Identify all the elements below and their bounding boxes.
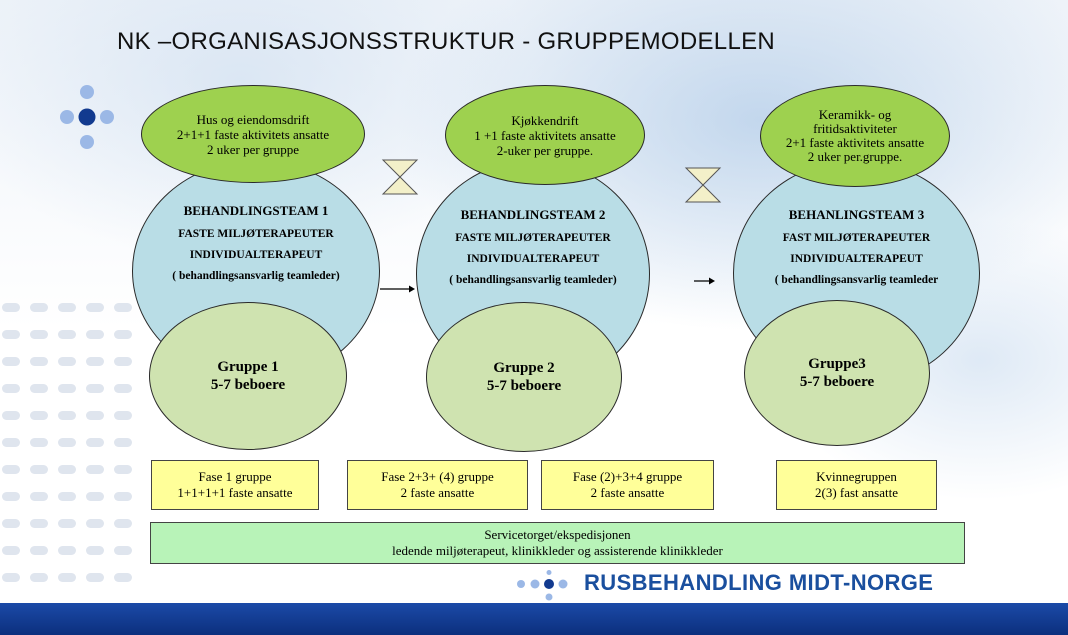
team-name: BEHANDLINGSTEAM 2: [460, 207, 606, 222]
activity-staff: 2+1+1 faste aktivitets ansatte: [176, 126, 330, 142]
phase-staff: 2 faste ansatte: [590, 485, 665, 500]
team-therapist: INDIVIDUALTERAPEUT: [189, 249, 323, 261]
team-therapist: INDIVIDUALTERAPEUT: [466, 253, 600, 265]
service-title: Servicetorget/ekspedisjonen: [484, 527, 631, 542]
activity-3: Keramikk- og fritidsaktiviteter 2+1 fast…: [760, 85, 950, 187]
group-size: 5-7 beboere: [799, 374, 875, 390]
team-therapist: INDIVIDUALTERAPEUT: [790, 253, 923, 265]
team-staff: FASTE MILJØTERAPEUTER: [178, 228, 334, 240]
phase-staff: 2(3) fast ansatte: [814, 485, 899, 500]
activity-1: Hus og eiendomsdrift 2+1+1 faste aktivit…: [141, 85, 365, 183]
group-name: Gruppe3: [808, 356, 866, 372]
group-3: Gruppe3 5-7 beboere: [744, 300, 930, 446]
team-lead: ( behandlingsansvarlig teamleder): [449, 274, 617, 286]
dots-logo-icon: [60, 85, 114, 149]
activity-title: Hus og eiendomsdrift: [196, 111, 310, 127]
team-name: BEHANDLINGSTEAM 1: [183, 203, 329, 218]
brand-dots-icon: [517, 570, 568, 601]
activity-title: Keramikk- og: [818, 107, 892, 122]
phase-staff: 2 faste ansatte: [400, 485, 475, 500]
phase-box-4: Kvinnegruppen 2(3) fast ansatte: [776, 460, 937, 510]
activity-schedule: 2-uker per gruppe.: [496, 142, 594, 158]
team-lead: ( behandlingsansvarlig teamleder): [172, 270, 340, 282]
page-title: NK –ORGANISASJONSSTRUKTUR - GRUPPEMODELL…: [117, 28, 776, 55]
team-staff: FAST MILJØTERAPEUTER: [782, 232, 931, 244]
activity-staff: 1 +1 faste aktivitets ansatte: [474, 127, 616, 143]
activity-schedule: 2 uker per.gruppe.: [807, 149, 903, 164]
group-2: Gruppe 2 5-7 beboere: [426, 302, 622, 452]
team-name: BEHANLINGSTEAM 3: [788, 207, 925, 222]
activity-staff: 2+1 faste aktivitets ansatte: [785, 135, 925, 150]
phase-label: Fase 1 gruppe: [198, 469, 272, 484]
footer-bar: [0, 603, 1068, 635]
group-size: 5-7 beboere: [210, 377, 286, 393]
arrow-right-icon: [694, 277, 715, 285]
activity-2: Kjøkkendrift 1 +1 faste aktivitets ansat…: [445, 85, 645, 185]
phase-label: Kvinnegruppen: [816, 469, 897, 484]
phase-label: Fase 2+3+ (4) gruppe: [381, 469, 494, 484]
brand-name: RUSBEHANDLING MIDT-NORGE: [584, 570, 934, 595]
activity-title: Kjøkkendrift: [511, 112, 579, 128]
team-lead: ( behandlingsansvarlig teamleder: [774, 274, 939, 286]
phase-label: Fase (2)+3+4 gruppe: [572, 469, 683, 484]
group-size: 5-7 beboere: [486, 378, 562, 394]
team-staff: FASTE MILJØTERAPEUTER: [455, 232, 611, 244]
phase-staff: 1+1+1+1 faste ansatte: [177, 485, 293, 500]
phase-box-1: Fase 1 gruppe 1+1+1+1 faste ansatte: [151, 460, 319, 510]
activity-schedule: 2 uker per gruppe: [206, 141, 300, 157]
hourglass-icon: [381, 159, 419, 195]
arrow-right-icon: [380, 285, 415, 293]
phase-box-3: Fase (2)+3+4 gruppe 2 faste ansatte: [541, 460, 714, 510]
activity-title-cont: fritidsaktiviteter: [813, 121, 897, 136]
group-name: Gruppe 1: [217, 359, 279, 375]
hourglass-icon: [684, 167, 722, 203]
service-desk-box: Servicetorget/ekspedisjonen ledende milj…: [150, 522, 965, 564]
group-name: Gruppe 2: [493, 360, 555, 376]
phase-box-2: Fase 2+3+ (4) gruppe 2 faste ansatte: [347, 460, 528, 510]
service-staff: ledende miljøterapeut, klinikkleder og a…: [392, 543, 723, 558]
group-1: Gruppe 1 5-7 beboere: [149, 302, 347, 450]
